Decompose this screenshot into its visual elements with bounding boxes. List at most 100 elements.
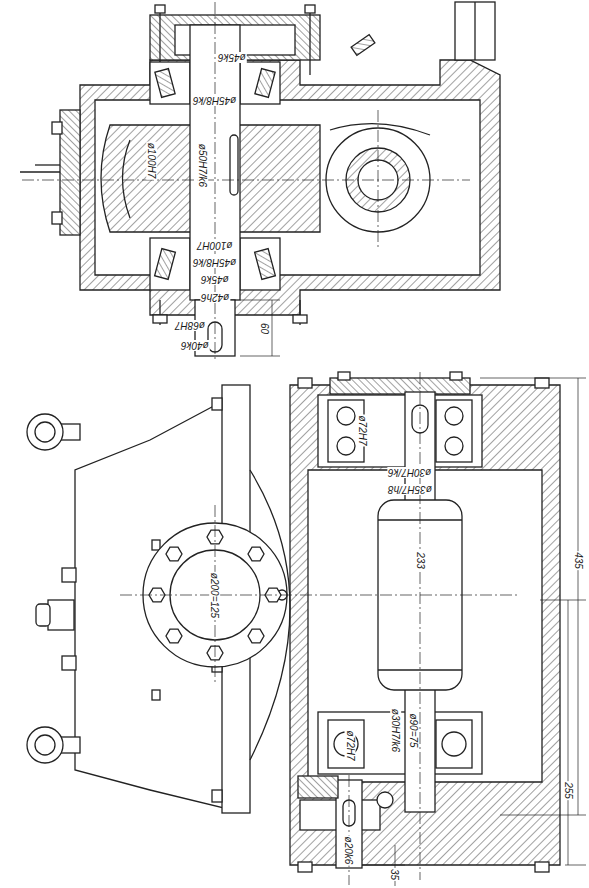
dimension-line: [500, 815, 586, 816]
bolt: [338, 372, 350, 380]
flange-bolt: [166, 547, 182, 561]
bolt: [305, 5, 315, 13]
housing-section: [330, 378, 470, 394]
fit-tolerance: ø30H7/k6: [390, 707, 401, 752]
dimension-line: [240, 356, 280, 357]
oil-plug: [36, 568, 76, 670]
output-shaft: [377, 792, 393, 808]
end-cover: [35, 164, 60, 165]
wheel-housing: [75, 392, 240, 812]
oil-plug: [48, 600, 74, 630]
gearbox-drawing: [20, 2, 586, 886]
wheel-shaft: [230, 135, 238, 195]
lifting-eye: [27, 414, 63, 450]
ball-bearing: [445, 437, 463, 455]
lifting-eye: [27, 414, 80, 763]
dimension-line: [568, 600, 569, 865]
housing-section: [318, 395, 482, 467]
tapered-bearing: [240, 62, 280, 104]
centerline: [349, 775, 350, 885]
dimension-line: [362, 378, 586, 886]
ball-bearing: [328, 400, 472, 768]
end-cover: [20, 171, 60, 172]
fit-tolerance: ø30H7/k6: [387, 467, 432, 478]
tapered-bearing: [155, 249, 176, 280]
tapered-bearing: [255, 249, 276, 280]
bolt: [450, 372, 462, 380]
tapered-bearing: [150, 62, 190, 104]
flange-bolt: [248, 629, 264, 643]
fit-tolerance: ø45H8/k6: [192, 257, 237, 268]
worm-wheel-hub: [123, 140, 131, 218]
bolt: [293, 315, 307, 323]
lifting-eye: [35, 422, 55, 442]
output-shaft: [298, 776, 338, 798]
centerline: [22, 2, 470, 360]
end-cover: [20, 110, 80, 235]
ball-bearing: [445, 407, 463, 425]
centerline: [120, 372, 520, 885]
wheel-housing: [75, 385, 290, 813]
ball-bearing: [337, 437, 355, 455]
fit-tolerance: ø45H8/k6: [192, 95, 237, 106]
bolt: [155, 5, 165, 13]
centerline: [120, 595, 520, 596]
wheel-housing: [152, 540, 160, 550]
flange-bolt: [248, 547, 264, 561]
housing-section: [290, 385, 560, 865]
centerline: [378, 110, 379, 250]
ball-bearing: [436, 400, 472, 462]
fit-tolerance: ø42h6: [200, 292, 230, 303]
fit-tolerance: ø68H7: [174, 320, 206, 331]
centerline: [22, 180, 470, 181]
tapered-bearing: [240, 238, 280, 290]
fit-tolerance: ø45k6: [217, 52, 247, 63]
dimension-value: 435: [573, 551, 584, 570]
end-cover: [52, 212, 62, 224]
dimension-line: [362, 865, 405, 866]
housing-section: [474, 2, 475, 60]
dimension-line: [240, 300, 280, 356]
dimension-line: [540, 600, 586, 601]
end-cover: [60, 110, 80, 235]
fit-tolerance: 233: [415, 551, 426, 570]
worm-section: [330, 124, 430, 135]
oil-plug: [62, 568, 76, 582]
housing-section: [80, 60, 500, 315]
oil-plug: [36, 604, 50, 626]
wheel-housing: [152, 690, 160, 700]
housing-section: [290, 378, 560, 865]
ball-bearing: [442, 732, 466, 756]
centerline: [215, 2, 216, 360]
ball-bearing: [328, 720, 364, 768]
housing-section: [455, 2, 495, 60]
bolt: [309, 5, 310, 75]
dimension-line: [578, 378, 579, 815]
wheel-housing: [212, 790, 222, 802]
fit-tolerance: ø20k6: [343, 835, 354, 865]
lifting-eye: [35, 735, 55, 755]
bolt: [298, 378, 312, 388]
dimension-line: [480, 378, 586, 379]
bolt: [535, 862, 549, 872]
dimension-value: 35: [390, 867, 401, 880]
bolt: [298, 372, 549, 872]
end-cover: [52, 122, 62, 134]
fit-tolerance: ø72H7: [344, 729, 355, 761]
wheel-housing: [212, 398, 222, 410]
dimension-line: [272, 300, 273, 356]
fit-tolerance: ø72H7: [356, 414, 367, 446]
lifting-eye: [27, 727, 63, 763]
fit-tolerance: ø35H7/h8: [387, 484, 433, 495]
output-shaft: [298, 776, 393, 868]
tapered-bearing: [155, 69, 175, 98]
ball-bearing: [337, 407, 355, 425]
fit-tolerance: ø100H7: [196, 240, 234, 251]
dimension-line: [240, 300, 280, 301]
dimension-value: 255: [563, 781, 574, 800]
centerline: [420, 372, 421, 880]
fit-tolerance: ø90=75: [407, 712, 418, 748]
fit-tolerance: ø200=125: [209, 571, 220, 618]
bolt: [298, 862, 312, 872]
oil-plug: [62, 656, 76, 670]
